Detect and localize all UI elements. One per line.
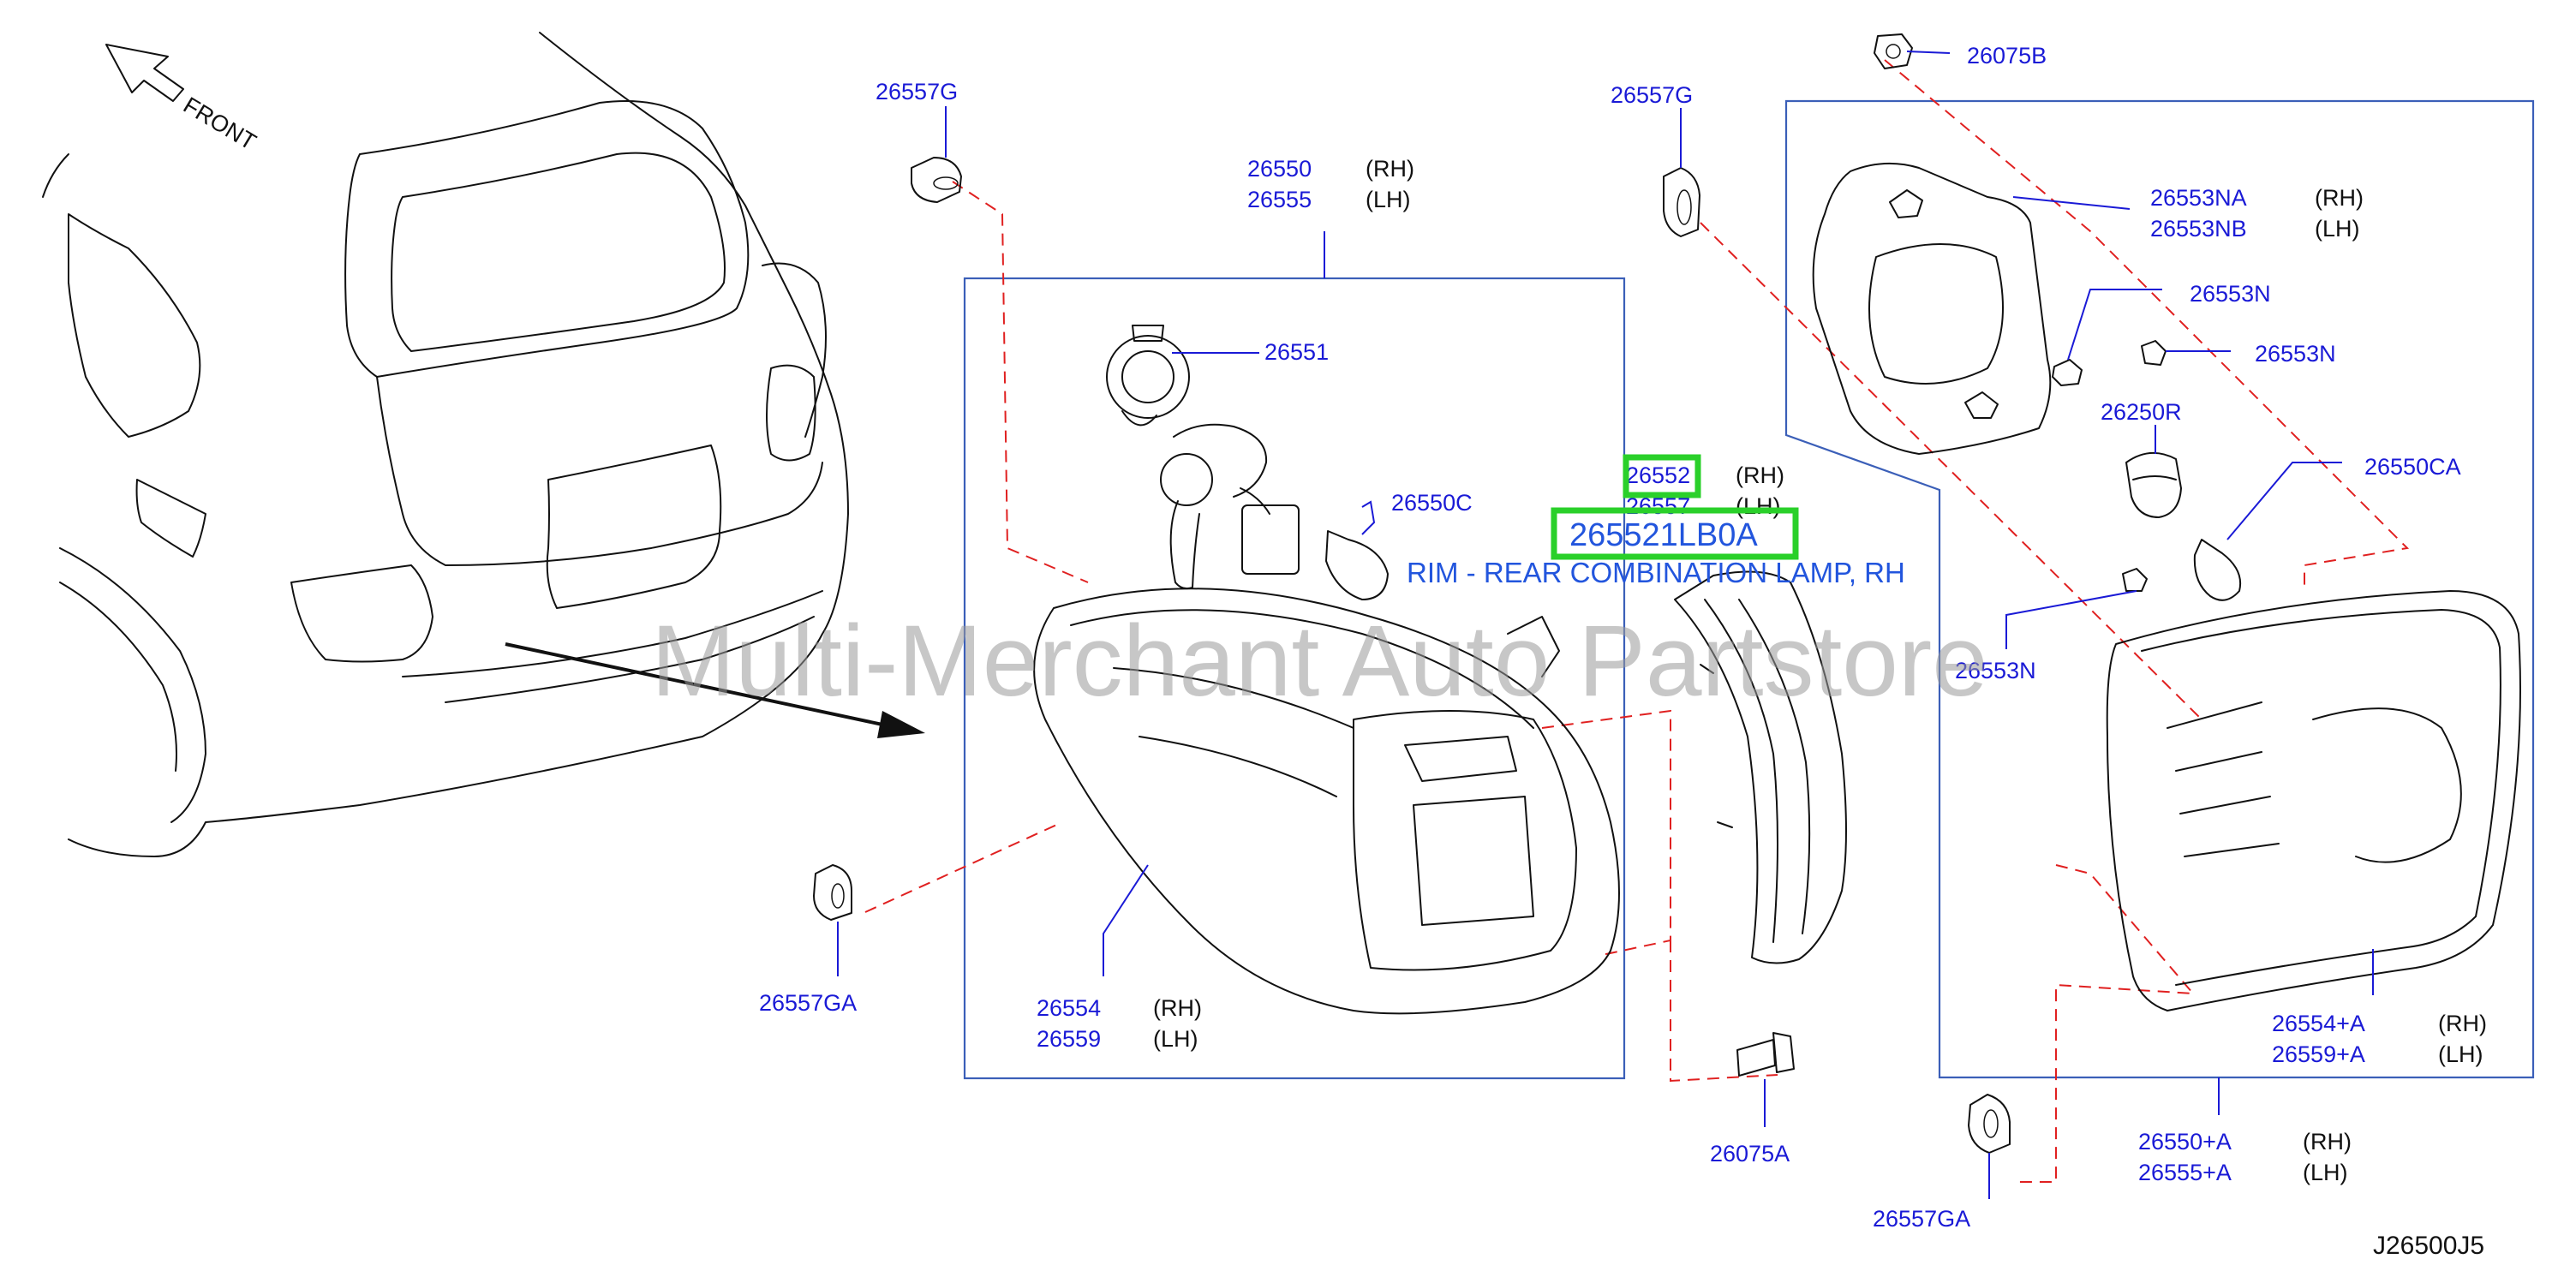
callout-26557g-left: 26557G — [876, 79, 958, 104]
nut-26553n-b — [2141, 340, 2167, 366]
highlight-description: RIM - REAR COMBINATION LAMP, RH — [1407, 557, 1905, 588]
grommet-26557g-left — [911, 157, 962, 203]
callout-26550a: 26550+A — [2138, 1129, 2232, 1155]
callout-26553nb-side: (LH) — [2315, 216, 2360, 242]
callout-26559: 26559 — [1037, 1026, 1101, 1052]
grommet-26557ga-right — [1968, 1094, 2011, 1154]
diagram-code: J26500J5 — [2373, 1232, 2484, 1260]
highlight-box-26552[interactable] — [1623, 454, 1701, 498]
callout-26554: 26554 — [1037, 995, 1101, 1021]
nut-26075b — [1874, 33, 1913, 69]
callout-26553n-a: 26553N — [2190, 281, 2271, 307]
callout-26554a-side: (RH) — [2438, 1011, 2487, 1036]
front-arrow-icon — [105, 44, 184, 102]
highlight-box-part-number[interactable] — [1551, 507, 1799, 560]
outer-lamp-26554 — [1033, 588, 1620, 1015]
callout-26554-side: (RH) — [1153, 995, 1202, 1021]
callout-26552: 26552 — [1626, 462, 1690, 488]
wiring-harness — [1160, 423, 1300, 590]
callout-26553na-side: (RH) — [2315, 185, 2364, 211]
inner-lamp-frame — [1784, 99, 2535, 1079]
callout-26555a: 26555+A — [2138, 1160, 2232, 1185]
rim-26552 — [1674, 570, 1847, 964]
callout-26550a-side: (RH) — [2303, 1129, 2352, 1155]
pointer-arrow — [505, 642, 883, 726]
socket-26250r — [2125, 451, 2182, 518]
callout-26075b: 26075B — [1967, 43, 2047, 69]
callout-26555a-side: (LH) — [2303, 1160, 2348, 1185]
outer-lamp-frame — [963, 277, 1626, 1080]
grommet-26557ga-left — [813, 864, 852, 921]
callout-26551: 26551 — [1264, 339, 1329, 365]
callout-26550c: 26550C — [1391, 490, 1473, 516]
highlight-part-number[interactable]: 265521LB0A — [1569, 517, 1758, 553]
bolt-26075a — [1736, 1032, 1795, 1077]
bulb-26550c — [1325, 530, 1389, 600]
callout-26554a: 26554+A — [2272, 1011, 2365, 1036]
callout-26553nb: 26553NB — [2150, 216, 2247, 242]
front-label: FRONT — [179, 92, 260, 155]
pointer-arrow-head-icon — [877, 711, 925, 738]
callout-26557ga-left: 26557GA — [759, 990, 857, 1016]
nut-26553n-c — [2122, 568, 2148, 592]
callout-26557-side: (LH) — [1736, 493, 1781, 519]
callout-26559a: 26559+A — [2272, 1041, 2365, 1067]
callout-26557g-mid: 26557G — [1611, 82, 1693, 108]
inner-lamp-26554a — [2106, 590, 2521, 1011]
vehicle-rear-illustration — [42, 32, 849, 857]
socket-26551 — [1106, 325, 1190, 427]
callout-26075a: 26075A — [1710, 1141, 1790, 1167]
callout-26550-side: (RH) — [1366, 156, 1414, 182]
assembly-lines — [864, 59, 2410, 1183]
callout-26550ca: 26550CA — [2364, 454, 2461, 480]
callout-26555-side: (LH) — [1366, 187, 1411, 212]
bulb-26550ca — [2193, 539, 2241, 601]
grommet-26557g-mid — [1663, 167, 1700, 237]
callout-26550: 26550 — [1247, 156, 1312, 182]
callout-26555: 26555 — [1247, 187, 1312, 212]
callout-26557ga-right: 26557GA — [1873, 1206, 1970, 1232]
callout-26559-side: (LH) — [1153, 1026, 1198, 1052]
gasket-26553na — [1812, 162, 2052, 455]
callout-26552-side: (RH) — [1736, 462, 1784, 488]
callout-26553na: 26553NA — [2150, 185, 2247, 211]
watermark-text: Multi-Merchant Auto Partstore — [651, 605, 1988, 718]
nut-26553n-a — [2052, 359, 2083, 386]
leader-lines — [837, 51, 2374, 1199]
callout-26559a-side: (LH) — [2438, 1041, 2483, 1067]
callout-26553n-c: 26553N — [1955, 658, 2036, 683]
callout-26553n-b: 26553N — [2255, 341, 2336, 367]
callout-26250r: 26250R — [2101, 399, 2182, 425]
